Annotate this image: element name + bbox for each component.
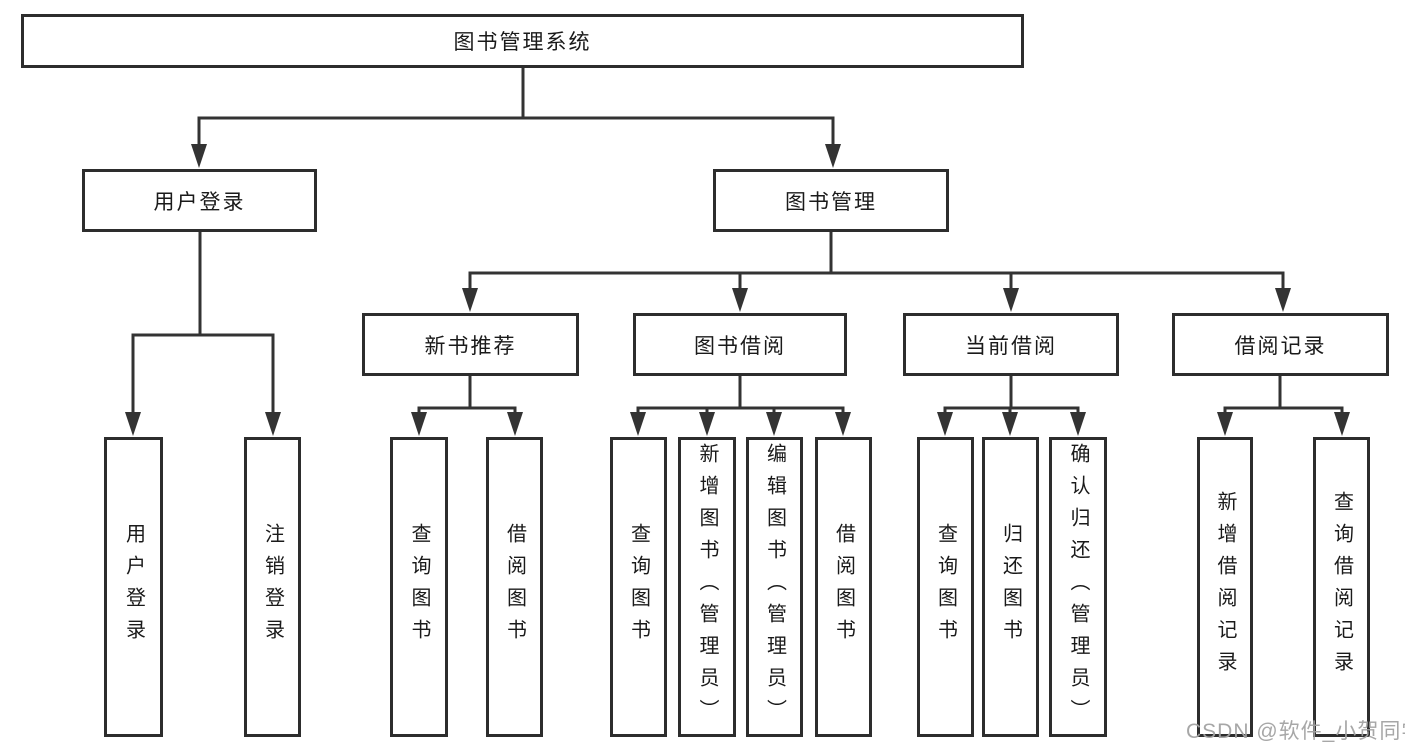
arrowhead <box>699 412 715 436</box>
node-current-borrowing-label: 当前借阅 <box>965 334 1057 358</box>
node-borrowing-records: 借阅记录 <box>1172 313 1389 376</box>
arrowhead <box>1217 412 1233 436</box>
edges-current-borrowing-to-leaves <box>937 374 1086 436</box>
leaf-query-borrow-record-label: 查询借阅记录 <box>1330 491 1353 683</box>
node-current-borrowing: 当前借阅 <box>903 313 1119 376</box>
node-book-borrowing-label: 图书借阅 <box>694 334 786 358</box>
edges-borrowing-records-to-leaves <box>1217 374 1350 436</box>
leaf-user-login-label: 用户登录 <box>122 523 145 651</box>
leaf-query-books-recommend: 查询图书 <box>390 437 448 737</box>
leaf-return-books: 归还图书 <box>982 437 1039 737</box>
arrowhead <box>411 412 427 436</box>
arrowhead <box>1070 412 1086 436</box>
node-borrowing-records-label: 借阅记录 <box>1234 334 1327 358</box>
arrowhead <box>825 144 841 168</box>
arrowhead <box>835 412 851 436</box>
edges-book-borrowing-to-leaves <box>630 374 851 436</box>
leaf-query-borrow-record: 查询借阅记录 <box>1313 437 1370 737</box>
leaf-logout-label: 注销登录 <box>261 523 284 651</box>
arrowhead <box>462 288 478 312</box>
leaf-add-borrow-record-label: 新增借阅记录 <box>1214 491 1236 683</box>
leaf-confirm-return-admin-label: 确认归还（管理员） <box>1067 443 1089 731</box>
leaf-add-borrow-record: 新增借阅记录 <box>1197 437 1253 737</box>
leaf-query-books-current-label: 查询图书 <box>934 523 957 651</box>
node-book-management: 图书管理 <box>713 169 949 232</box>
leaf-borrow-books-borrowing-label: 借阅图书 <box>832 523 855 651</box>
leaf-logout: 注销登录 <box>244 437 301 737</box>
leaf-borrow-books-recommend: 借阅图书 <box>486 437 543 737</box>
leaf-return-books-label: 归还图书 <box>999 523 1022 651</box>
edges-new-book-recommend-to-leaves <box>411 374 523 436</box>
edges-user-login-to-leaves <box>125 230 281 436</box>
leaf-query-books-borrowing: 查询图书 <box>610 437 667 737</box>
node-book-management-label: 图书管理 <box>785 190 877 214</box>
node-new-book-recommend: 新书推荐 <box>362 313 579 376</box>
arrowhead <box>1002 412 1018 436</box>
node-new-book-recommend-label: 新书推荐 <box>424 334 517 358</box>
arrowhead <box>937 412 953 436</box>
leaf-query-books-recommend-label: 查询图书 <box>408 523 430 651</box>
leaf-edit-book-admin-label: 编辑图书（管理员） <box>763 443 786 731</box>
arrowhead <box>1334 412 1350 436</box>
leaf-add-book-admin-label: 新增图书（管理员） <box>696 443 718 731</box>
arrowhead <box>265 412 281 436</box>
arrowhead <box>630 412 646 436</box>
arrowhead <box>125 412 141 436</box>
node-root-label: 图书管理系统 <box>453 31 592 54</box>
arrowhead <box>732 288 748 312</box>
node-user-login: 用户登录 <box>82 169 317 232</box>
node-root: 图书管理系统 <box>21 14 1024 68</box>
leaf-add-book-admin: 新增图书（管理员） <box>678 437 736 737</box>
leaf-edit-book-admin: 编辑图书（管理员） <box>746 437 803 737</box>
arrowhead <box>191 144 207 168</box>
csdn-watermark: CSDN @软件_小贺同学 <box>1186 720 1405 743</box>
edges-root-to-level2 <box>191 66 841 168</box>
node-book-borrowing: 图书借阅 <box>633 313 847 376</box>
leaf-query-books-current: 查询图书 <box>917 437 974 737</box>
leaf-query-books-borrowing-label: 查询图书 <box>627 523 650 651</box>
arrowhead <box>1003 288 1019 312</box>
arrowhead <box>1275 288 1291 312</box>
leaf-user-login: 用户登录 <box>104 437 163 737</box>
leaf-confirm-return-admin: 确认归还（管理员） <box>1049 437 1107 737</box>
arrowhead <box>766 412 782 436</box>
leaf-borrow-books-borrowing: 借阅图书 <box>815 437 872 737</box>
arrowhead <box>507 412 523 436</box>
node-user-login-label: 用户登录 <box>153 190 246 214</box>
edges-book-management-to-level3 <box>462 230 1291 312</box>
leaf-borrow-books-recommend-label: 借阅图书 <box>503 523 526 651</box>
